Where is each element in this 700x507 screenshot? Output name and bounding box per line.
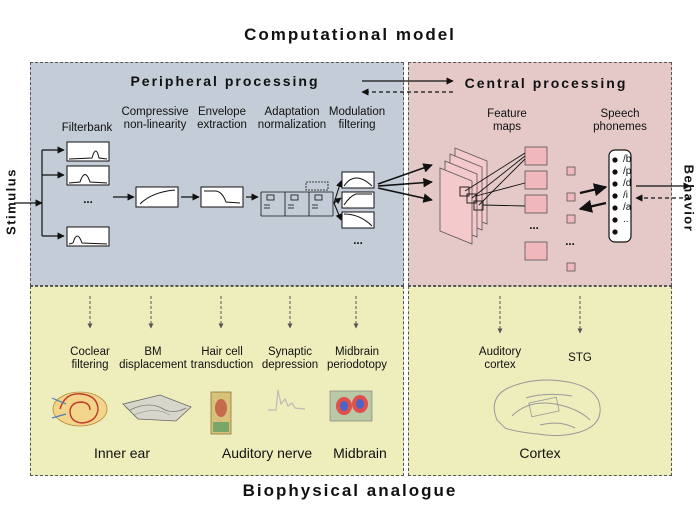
phoneme-label: /a — [623, 202, 632, 213]
phoneme-label: /i — [623, 190, 628, 201]
region-cortex: Cortex — [519, 445, 561, 461]
phoneme-label: .. — [623, 214, 629, 225]
stage-envelope: Envelope extraction — [197, 106, 247, 131]
stage-compressive: Compressive non-linearity — [121, 106, 189, 131]
analogue-cochlear-filtering: Coclear filtering — [70, 346, 110, 371]
cochlea-illustration — [51, 391, 108, 427]
hair-cell-illustration — [210, 391, 232, 435]
analogue-auditory-cortex: Auditory cortex — [478, 346, 522, 371]
region-midbrain: Midbrain — [333, 445, 387, 461]
synaptic-depression-trace — [268, 389, 306, 411]
central-title: Central processing — [464, 75, 628, 91]
bottom-title: Biophysical analogue — [242, 481, 458, 500]
phoneme-units — [612, 157, 618, 235]
envelope-box — [200, 186, 244, 208]
filterbank-filters — [66, 141, 110, 247]
phoneme-label: /p — [623, 166, 632, 177]
analogue-bm-displacement: BM displacement — [119, 346, 187, 371]
region-auditory-nerve: Auditory nerve — [221, 445, 313, 461]
phoneme-label: /d — [623, 178, 632, 189]
analogue-hair-cell: Hair cell transduction — [190, 346, 254, 371]
analogue-synaptic-depression: Synaptic depression — [261, 346, 319, 371]
feature-maps-layer2 — [524, 146, 548, 261]
adaptation-circuit — [260, 181, 334, 217]
stage-feature-maps: Feature maps — [487, 108, 527, 133]
stage-adaptation: Adaptation normalization — [257, 106, 327, 131]
midbrain-map-illustration — [329, 390, 373, 422]
feature-map-ellipsis: ... — [529, 220, 539, 232]
brain-illustration — [493, 379, 601, 437]
compressive-box — [135, 186, 179, 208]
stage-speech-phonemes: Speech phonemes — [593, 108, 647, 133]
diagram-title: Computational model — [244, 25, 456, 44]
analogue-midbrain-periodotopy: Midbrain periodotopy — [326, 346, 388, 371]
region-inner-ear: Inner ear — [93, 445, 151, 461]
peripheral-analogue-panel — [30, 286, 404, 476]
bm-displacement-illustration — [122, 394, 192, 422]
phoneme-label: /b — [623, 154, 632, 165]
peripheral-title: Peripheral processing — [130, 73, 320, 89]
stimulus-label: Stimulus — [3, 168, 19, 235]
feature-maps-layer3 — [566, 166, 576, 272]
behavior-label: Behavior — [681, 164, 697, 233]
modulation-filters — [341, 171, 375, 229]
analogue-stg: STG — [568, 352, 592, 364]
central-analogue-panel — [408, 286, 672, 476]
stage-filterbank: Filterbank — [61, 122, 113, 134]
modulation-ellipsis: ... — [353, 235, 363, 247]
feature-map-ellipsis-small: ... — [565, 236, 575, 248]
filterbank-ellipsis: ... — [83, 194, 93, 206]
stage-modulation: Modulation filtering — [328, 106, 386, 131]
